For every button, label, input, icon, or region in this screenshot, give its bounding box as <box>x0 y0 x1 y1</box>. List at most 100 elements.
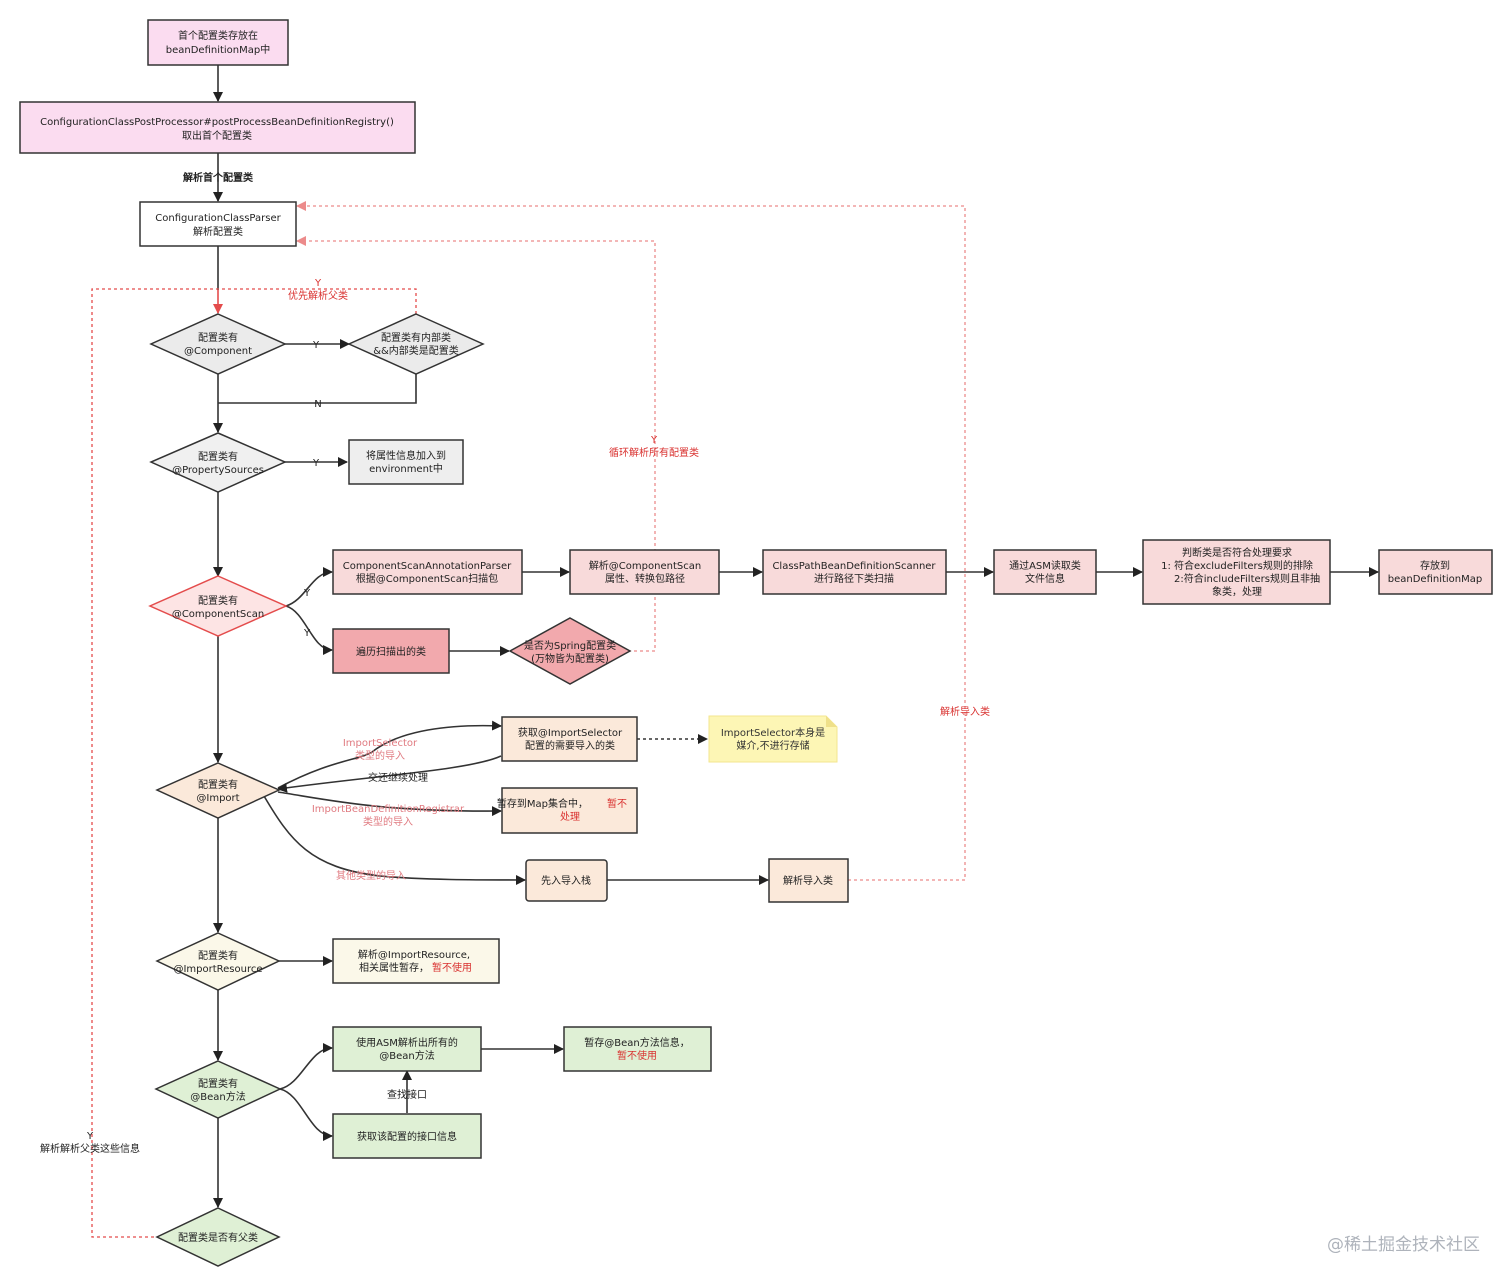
decision-resource-line2: @ImportResource <box>173 964 262 975</box>
loop-import-to-parser <box>296 201 966 881</box>
dashed-loops <box>91 201 966 1238</box>
decision-scan-line1: 配置类有 <box>198 594 238 607</box>
decision-scan-line2: @ComponentScan <box>172 609 264 620</box>
node-get-interface-line1: 获取该配置的接口信息 <box>357 1130 457 1143</box>
label-y-scan-top: Y <box>303 588 311 599</box>
edge-bean-to-asm <box>279 1043 333 1090</box>
label-registrar-import-2: 类型的导入 <box>363 815 413 828</box>
label-loop-parse: 循环解析所有配置类 <box>609 446 699 459</box>
loop-inner-parent-first <box>91 288 417 1238</box>
decision-has-import[interactable]: 配置类有 @Import <box>155 762 281 819</box>
node-iterate-scanned[interactable]: 遍历扫描出的类 <box>332 628 450 674</box>
label-parent-y: Y <box>86 1131 94 1142</box>
node-post-processor-line2: 取出首个配置类 <box>182 129 252 142</box>
node-parser[interactable]: ConfigurationClassParser 解析配置类 <box>139 201 297 247</box>
decision-has-bean-method[interactable]: 配置类有 @Bean方法 <box>154 1060 282 1119</box>
node-filter-line4: 象类，处理 <box>1212 585 1262 598</box>
label-other-import: 其他类型的导入 <box>336 869 406 882</box>
decision-has-inner[interactable]: 配置类有内部类 &&内部类是配置类 <box>347 313 485 375</box>
node-add-env-line2: environment中 <box>369 462 443 475</box>
node-parse-cs-line1: 解析@ComponentScan <box>589 559 701 572</box>
node-parse-cs[interactable]: 解析@ComponentScan 属性、转换包路径 <box>569 549 720 595</box>
node-iterate-line1: 遍历扫描出的类 <box>356 645 426 658</box>
node-get-selector[interactable]: 获取@ImportSelector 配置的需要导入的类 <box>501 716 638 762</box>
node-push-stack-line1: 先入导入栈 <box>541 874 591 887</box>
decision-has-component-line2: @Component <box>184 346 252 357</box>
node-get-selector-line2: 配置的需要导入的类 <box>525 739 615 752</box>
label-parent-parse: 解析解析父类这些信息 <box>40 1142 140 1155</box>
decision-has-component-scan[interactable]: 配置类有 @ComponentScan <box>148 575 288 637</box>
node-store-map-line2: beanDefinitionMap <box>1388 574 1483 585</box>
node-filter-line1: 判断类是否符合处理要求 <box>1182 546 1292 559</box>
decision-has-inner-line2: &&内部类是配置类 <box>373 344 459 357</box>
node-cp-scanner-line1: ClassPathBeanDefinitionScanner <box>772 561 936 572</box>
node-get-interface[interactable]: 获取该配置的接口信息 <box>332 1113 482 1159</box>
label-loop-y: Y <box>650 435 658 446</box>
node-asm-bean-line1: 使用ASM解析出所有的 <box>356 1036 458 1049</box>
node-parse-import-line1: 解析导入类 <box>783 874 833 887</box>
decision-import-line2: @Import <box>196 793 239 804</box>
node-resource-line1: 解析@ImportResource, <box>358 948 470 961</box>
node-push-stack[interactable]: 先入导入栈 <box>525 859 608 902</box>
edge-import-to-tempmap <box>277 791 502 817</box>
node-parse-import[interactable]: 解析导入类 <box>768 858 849 903</box>
label-find-interface: 查找接口 <box>387 1088 427 1101</box>
node-asm-read[interactable]: 通过ASM读取类 文件信息 <box>993 549 1097 595</box>
node-cs-parser[interactable]: ComponentScanAnnotationParser 根据@Compone… <box>332 549 523 595</box>
edge-import-to-stack <box>263 795 526 885</box>
node-cp-scanner[interactable]: ClassPathBeanDefinitionScanner 进行路径下类扫描 <box>762 549 947 595</box>
node-cp-scanner-line2: 进行路径下类扫描 <box>814 572 894 585</box>
decision-has-component[interactable]: 配置类有 @Component <box>149 313 287 375</box>
node-first-config[interactable]: 首个配置类存放在 beanDefinitionMap中 <box>147 19 289 66</box>
node-asm-bean[interactable]: 使用ASM解析出所有的 @Bean方法 <box>332 1026 482 1072</box>
decision-property-line2: @PropertySources <box>172 465 264 476</box>
label-parse-import-class: 解析导入类 <box>940 705 990 718</box>
node-asm-read-line1: 通过ASM读取类 <box>1009 559 1081 572</box>
node-add-env[interactable]: 将属性信息加入到 environment中 <box>348 439 464 485</box>
node-store-map-line1: 存放到 <box>1420 559 1450 572</box>
node-store-map-temp[interactable]: 暂存到Map集合中， 暂不 处理 <box>497 787 638 834</box>
node-asm-bean-line2: @Bean方法 <box>379 1049 434 1062</box>
node-first-config-line2: beanDefinitionMap中 <box>166 43 271 56</box>
node-first-config-line1: 首个配置类存放在 <box>178 29 258 42</box>
node-store-bean-line2-red: 暂不使用 <box>617 1049 657 1062</box>
decision-property-line1: 配置类有 <box>198 450 238 463</box>
decision-import-line1: 配置类有 <box>198 778 238 791</box>
label-y-component: Y <box>312 340 320 351</box>
node-filter-line3: 2:符合includeFilters规则且非抽 <box>1174 572 1320 585</box>
node-parse-cs-line2: 属性、转换包路径 <box>605 572 685 585</box>
decision-has-property-sources[interactable]: 配置类有 @PropertySources <box>149 432 287 493</box>
label-n-inner: N <box>314 399 321 410</box>
decision-has-import-resource[interactable]: 配置类有 @ImportResource <box>155 932 281 991</box>
decision-is-config-line1: 是否为Spring配置类 <box>524 639 616 652</box>
label-parent-first: 优先解析父类 <box>288 289 348 302</box>
node-post-processor[interactable]: ConfigurationClassPostProcessor#postProc… <box>19 101 416 154</box>
decision-parent-line1: 配置类是否有父类 <box>178 1231 258 1244</box>
node-store-temp-line1-red: 暂不 <box>607 798 627 810</box>
node-filter-check[interactable]: 判断类是否符合处理要求 1: 符合excludeFilters规则的排除 2:符… <box>1142 539 1331 605</box>
edge-inner-n <box>218 374 417 404</box>
note-selector: ImportSelector本身是 媒介,不进行存储 <box>708 715 838 763</box>
node-post-processor-line1: ConfigurationClassPostProcessor#postProc… <box>40 117 394 128</box>
node-cs-parser-line1: ComponentScanAnnotationParser <box>343 561 512 572</box>
node-cs-parser-line2: 根据@ComponentScan扫描包 <box>356 572 498 585</box>
decision-bean-line1: 配置类有 <box>198 1077 238 1090</box>
note-selector-line2: 媒介,不进行存储 <box>736 739 809 752</box>
node-parse-import-resource[interactable]: 解析@ImportResource, 相关属性暂存， 暂不使用 <box>332 938 500 984</box>
decision-is-spring-config[interactable]: 是否为Spring配置类 (万物皆为配置类) <box>508 617 632 685</box>
edge-scan-to-iterate <box>285 605 333 655</box>
node-store-bean[interactable]: 暂存@Bean方法信息， 暂不使用 <box>563 1026 712 1072</box>
decision-has-component-line1: 配置类有 <box>198 331 238 344</box>
node-store-temp-line1: 暂存到Map集合中， <box>497 797 588 810</box>
label-y-property: Y <box>312 458 320 469</box>
node-parser-line2: 解析配置类 <box>193 225 243 238</box>
label-registrar-import-1: ImportBeanDefinitionRegistrar <box>312 804 465 815</box>
node-store-map[interactable]: 存放到 beanDefinitionMap <box>1378 549 1493 595</box>
connectors <box>213 65 1379 1208</box>
label-selector-import-1: ImportSelector <box>343 738 418 749</box>
decision-has-parent[interactable]: 配置类是否有父类 <box>155 1207 281 1267</box>
watermark: @稀土掘金技术社区 <box>1327 1235 1480 1255</box>
node-asm-read-line2: 文件信息 <box>1025 572 1065 585</box>
node-get-selector-line1: 获取@ImportSelector <box>518 727 623 739</box>
